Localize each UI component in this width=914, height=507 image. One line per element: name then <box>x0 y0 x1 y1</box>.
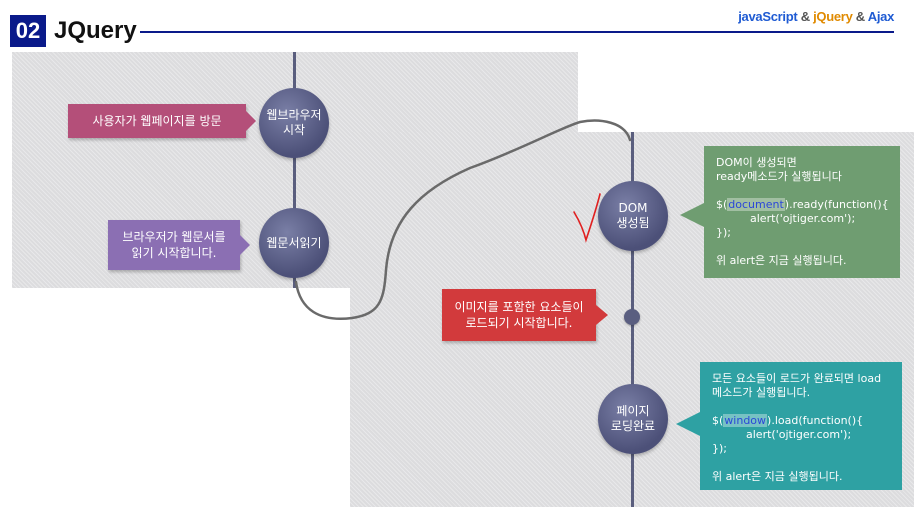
subtitle-jquery: jQuery <box>813 9 853 24</box>
callout-browser-read: 브라우저가 웹문서를 읽기 시작합니다. <box>108 220 240 270</box>
load-box-line-1: 모든 요소들이 로드가 완료되면 load <box>712 372 882 385</box>
node-browser-start-label: 웹브라우저 시작 <box>266 108 322 137</box>
node-dom-created-label: DOM 생성됨 <box>616 201 650 230</box>
callout-browser-read-arrow <box>240 235 250 255</box>
node-page-loaded: 페이지 로딩완료 <box>598 384 668 454</box>
load-box-line-2: 메소드가 실행됩니다. <box>712 386 811 399</box>
node-read-document: 웹문서읽기 <box>259 208 329 278</box>
subtitle-amp-2: & <box>852 9 868 24</box>
node-read-document-label: 웹문서읽기 <box>266 235 322 250</box>
ready-box-note: 위 alert은 지금 실행됩니다. <box>716 254 847 267</box>
callout-image-load-arrow <box>596 305 608 325</box>
header-rule <box>140 31 894 33</box>
subtitle-javascript: javaScript <box>738 9 798 24</box>
ready-box-arrow <box>680 203 704 227</box>
ready-box-line-1: DOM이 생성되면 <box>716 156 797 169</box>
callout-image-load: 이미지를 포함한 요소들이 로드되기 시작합니다. <box>442 289 596 341</box>
subtitle-ajax: Ajax <box>867 9 895 24</box>
node-dom-created: DOM 생성됨 <box>598 181 668 251</box>
load-code-keyword: window <box>723 414 768 427</box>
load-code-prefix: $( <box>712 414 724 427</box>
node-image-load-dot <box>624 309 640 325</box>
check-mark-icon <box>573 193 601 243</box>
ready-box-code-body: alert('ojtiger.com'); <box>750 212 856 225</box>
callout-user-visit-text: 사용자가 웹페이지를 방문 <box>92 114 222 128</box>
ready-code-suffix: ).ready(function(){ <box>784 198 889 211</box>
callout-browser-read-text: 브라우저가 웹문서를 읽기 시작합니다. <box>122 230 226 260</box>
ready-code-prefix: $( <box>716 198 728 211</box>
callout-image-load-text: 이미지를 포함한 요소들이 로드되기 시작합니다. <box>454 300 584 330</box>
timeline-line-left <box>293 52 296 288</box>
ready-box-code-line: $(document).ready(function(){ <box>716 198 889 212</box>
load-box-arrow <box>676 412 700 436</box>
header-subtitle: javaScript & jQuery & Ajax <box>738 9 894 24</box>
subtitle-amp-1: & <box>797 9 814 24</box>
load-box-spacer <box>712 400 890 414</box>
ready-box-spacer <box>716 184 888 198</box>
load-box-code-line: $(window).load(function(){ <box>712 414 890 428</box>
section-number: 02 <box>10 15 46 47</box>
ready-method-box: DOM이 생성되면 ready메소드가 실행됩니다 $(document).re… <box>704 146 900 278</box>
load-code-suffix: ).load(function(){ <box>767 414 864 427</box>
ready-box-code-close: }); <box>716 226 731 239</box>
callout-user-visit-arrow <box>246 111 256 131</box>
ready-box-spacer-2 <box>716 240 888 254</box>
load-box-code-body: alert('ojtiger.com'); <box>746 428 852 441</box>
load-box-spacer-2 <box>712 456 890 470</box>
node-page-loaded-label: 페이지 로딩완료 <box>610 404 656 433</box>
load-box-note: 위 alert은 지금 실행됩니다. <box>712 470 843 483</box>
node-browser-start: 웹브라우저 시작 <box>259 88 329 158</box>
ready-box-line-2: ready메소드가 실행됩니다 <box>716 170 842 183</box>
callout-user-visit: 사용자가 웹페이지를 방문 <box>68 104 246 138</box>
load-method-box: 모든 요소들이 로드가 완료되면 load 메소드가 실행됩니다. $(wind… <box>700 362 902 490</box>
load-box-code-close: }); <box>712 442 727 455</box>
page-title: JQuery <box>54 17 137 44</box>
ready-code-keyword: document <box>727 198 785 211</box>
